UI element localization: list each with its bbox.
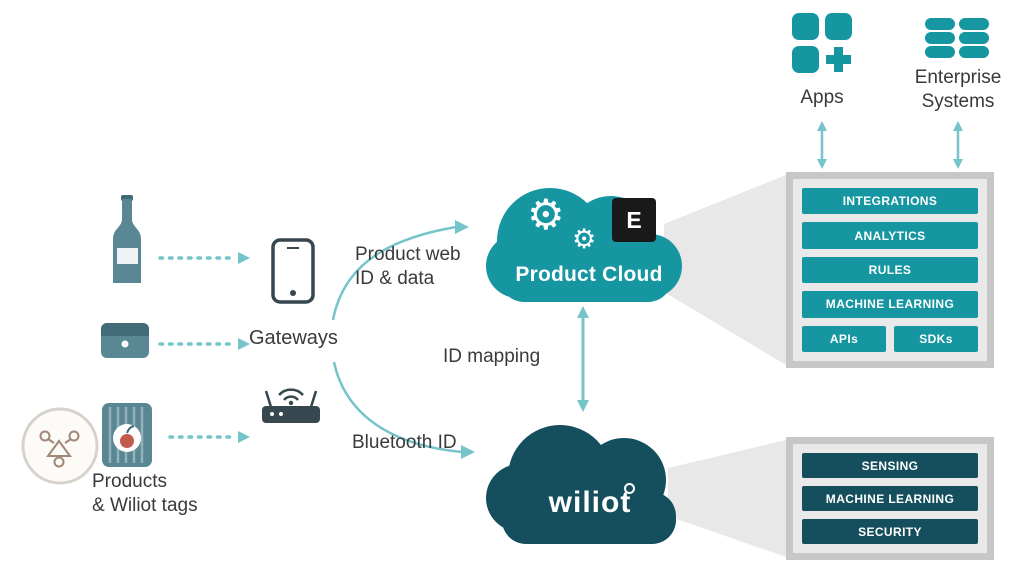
gateways-label: Gateways — [249, 327, 338, 349]
stack-item-analytics: ANALYTICS — [802, 222, 978, 249]
wiliot-logo-ring-icon — [624, 483, 635, 494]
wiliot-logo-text: wiliot — [548, 486, 632, 519]
dotted-flow-arrowheads — [238, 252, 250, 443]
stack-item-security: SECURITY — [802, 519, 978, 544]
smartphone-icon — [271, 238, 315, 304]
product-web-id-label-line1: Product web — [355, 244, 461, 265]
apps-icon — [792, 13, 852, 73]
beam-wiliot-cloud-to-box — [668, 440, 786, 557]
wiliot-cloud-shape — [486, 425, 676, 544]
wine-bottle-icon — [113, 195, 141, 283]
product-package-icon — [102, 403, 152, 467]
evrythng-badge: E — [612, 198, 656, 242]
bluetooth-id-label: Bluetooth ID — [352, 432, 457, 453]
enterprise-label-line2: Systems — [921, 91, 995, 113]
stack-row-apis-sdks: APIs SDKs — [802, 325, 978, 353]
stack-item-sensing: SENSING — [802, 453, 978, 478]
id-mapping-label: ID mapping — [443, 346, 541, 367]
stack-item-machine-learning-2: MACHINE LEARNING — [802, 486, 978, 511]
beam-product-cloud-to-box — [664, 175, 786, 365]
dotted-flow-lines — [158, 256, 238, 439]
gear-icon-small: ⚙ — [572, 224, 597, 254]
wallet-icon — [101, 323, 149, 358]
enterprise-label-line1: Enterprise — [914, 67, 1002, 88]
stack-item-sdks: SDKs — [894, 325, 978, 353]
router-icon — [262, 388, 320, 423]
product-web-id-label-line2: ID & data — [355, 268, 435, 290]
enterprise-systems-label: Enterprise Systems — [908, 66, 1008, 115]
product-cloud-capability-box: INTEGRATIONS ANALYTICS RULES MACHINE LEA… — [786, 172, 994, 368]
gear-icon: ⚙ — [527, 191, 565, 238]
id-mapping-arrow — [577, 306, 589, 412]
gateway-flow-arrowheads — [455, 220, 475, 459]
stack-item-integrations: INTEGRATIONS — [802, 188, 978, 215]
stack-item-machine-learning: MACHINE LEARNING — [802, 291, 978, 318]
wiliot-logo: wiliot — [528, 483, 652, 520]
gateway-flow-lines — [331, 225, 463, 454]
wiliot-capability-box: SENSING MACHINE LEARNING SECURITY — [786, 437, 994, 560]
product-web-id-label: Product web ID & data — [355, 243, 461, 292]
stack-item-apis: APIs — [802, 325, 886, 353]
products-label-line1: Products — [92, 471, 167, 492]
wiliot-tag-icon — [21, 407, 99, 485]
enterprise-systems-icon — [925, 18, 989, 58]
products-label-line2: & Wiliot tags — [92, 495, 198, 517]
stack-item-rules: RULES — [802, 256, 978, 284]
product-cloud-label: Product Cloud — [515, 263, 663, 286]
enterprise-double-arrow — [953, 121, 963, 169]
apps-label: Apps — [800, 87, 844, 108]
apps-double-arrow — [817, 121, 827, 169]
products-label: Products & Wiliot tags — [92, 470, 198, 519]
